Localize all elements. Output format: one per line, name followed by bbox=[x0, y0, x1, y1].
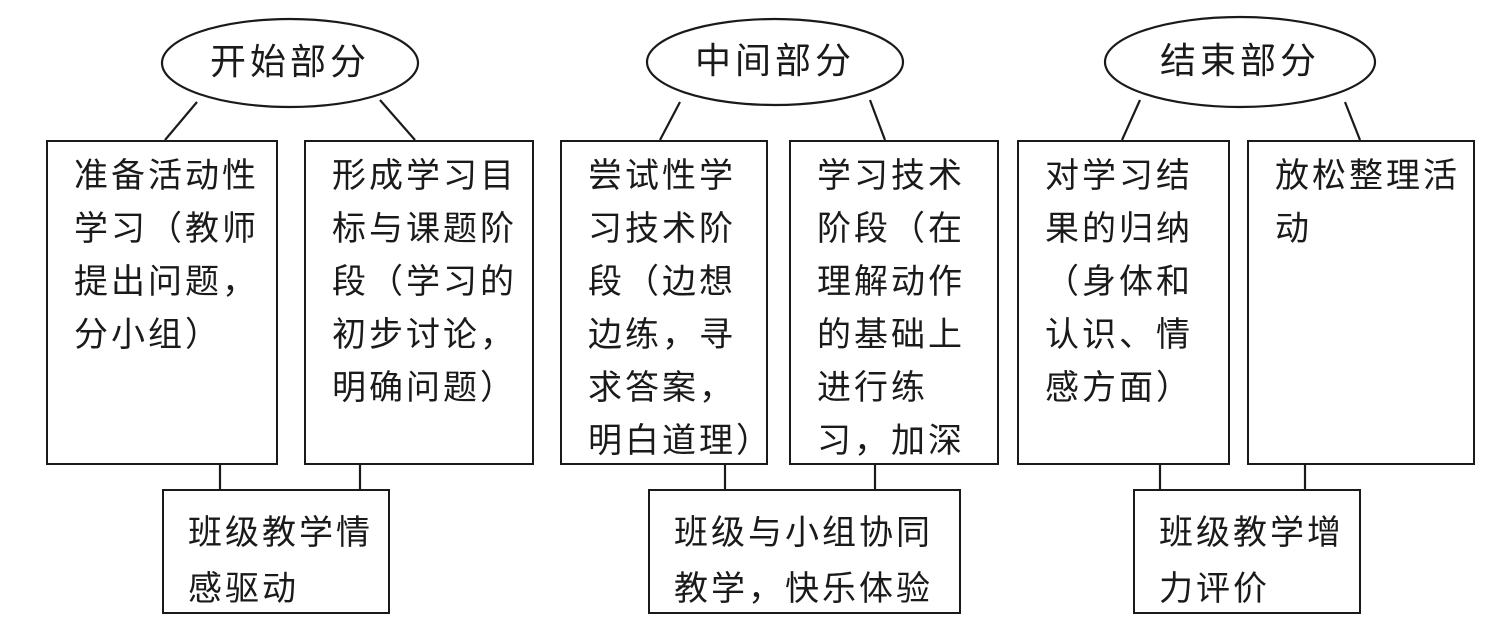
section-oval bbox=[160, 17, 420, 109]
method-box-start: 班级教学情感驱动 bbox=[162, 489, 390, 614]
stage-box-summary: 对学习结果的归纳（身体和认识、情感方面） bbox=[1017, 140, 1230, 465]
stage-box-skill-learning: 学习技术阶段（在理解动作的基础上进行练习，加深理解） bbox=[789, 140, 999, 465]
method-box-middle: 班级与小组协同教学，快乐体验 bbox=[648, 489, 961, 614]
connector-line bbox=[1120, 99, 1142, 141]
section-title-middle: 中间部分 bbox=[694, 41, 855, 82]
connector-line bbox=[164, 101, 198, 141]
section-oval bbox=[1103, 15, 1377, 109]
section-title-start: 开始部分 bbox=[209, 42, 370, 83]
stage-box-trial-learning: 尝试性学习技术阶段（边想边练，寻求答案，明白道理） bbox=[560, 140, 768, 465]
connector-line bbox=[659, 101, 681, 141]
stage-box-preparation: 准备活动性学习（教师提出问题，分小组） bbox=[46, 140, 278, 465]
stage-box-relaxation: 放松整理活动 bbox=[1247, 140, 1475, 465]
section-title-end: 结束部分 bbox=[1159, 41, 1320, 82]
section-oval bbox=[645, 17, 905, 107]
method-box-end: 班级教学增力评价 bbox=[1133, 489, 1361, 614]
stage-box-goal-formation: 形成学习目标与课题阶段（学习的初步讨论，明确问题） bbox=[304, 140, 534, 465]
connector-line bbox=[379, 99, 416, 141]
connector-line bbox=[1343, 101, 1362, 141]
connector-line bbox=[868, 99, 887, 141]
